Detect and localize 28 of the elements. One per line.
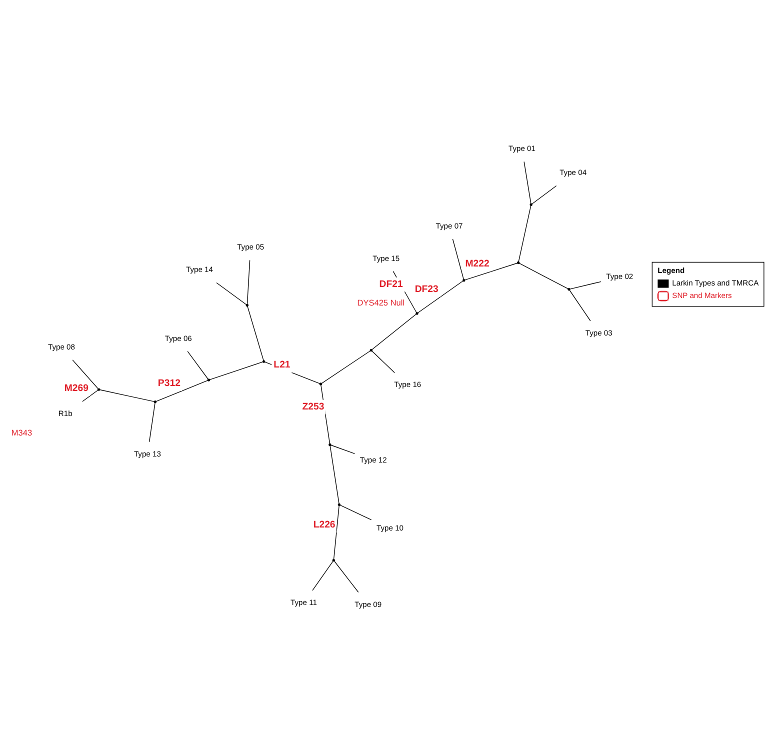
node-text: Type 11: [290, 597, 317, 606]
node-text: Type 15: [372, 253, 400, 262]
node-text: Type 08: [48, 342, 75, 351]
node-text: Type 04: [560, 168, 587, 177]
node-text: Type 03: [585, 328, 612, 337]
edge-label: DF21: [379, 278, 403, 290]
edge-label: L226: [313, 518, 336, 530]
edge-label: L21: [274, 359, 290, 370]
node-text: Type 06: [164, 333, 192, 342]
node-text: Type 09: [354, 599, 382, 608]
node-text: Type 16: [394, 380, 422, 389]
edge-label: P312: [158, 377, 180, 388]
legend-label: Larkin Types and TMRCA: [672, 278, 759, 288]
node-text: Type 12: [360, 454, 387, 464]
node-text: Type 13: [134, 448, 161, 458]
edge-label: DF23: [414, 283, 438, 294]
edge-label: M269: [64, 382, 88, 394]
node-text: Type 05: [237, 242, 264, 251]
node-text: R1b: [58, 408, 72, 418]
edge-label: M222: [465, 258, 490, 269]
node-text: Type 07: [436, 220, 463, 230]
node-text: Type 02: [606, 272, 634, 281]
legend-label: SNP and Markers: [672, 290, 732, 300]
node-text: Type 14: [186, 264, 213, 274]
edge-label: Z253: [302, 400, 324, 412]
label: Legend: [658, 266, 685, 275]
node-text: Type 01: [508, 144, 536, 153]
node-text: Type 10: [376, 523, 404, 532]
